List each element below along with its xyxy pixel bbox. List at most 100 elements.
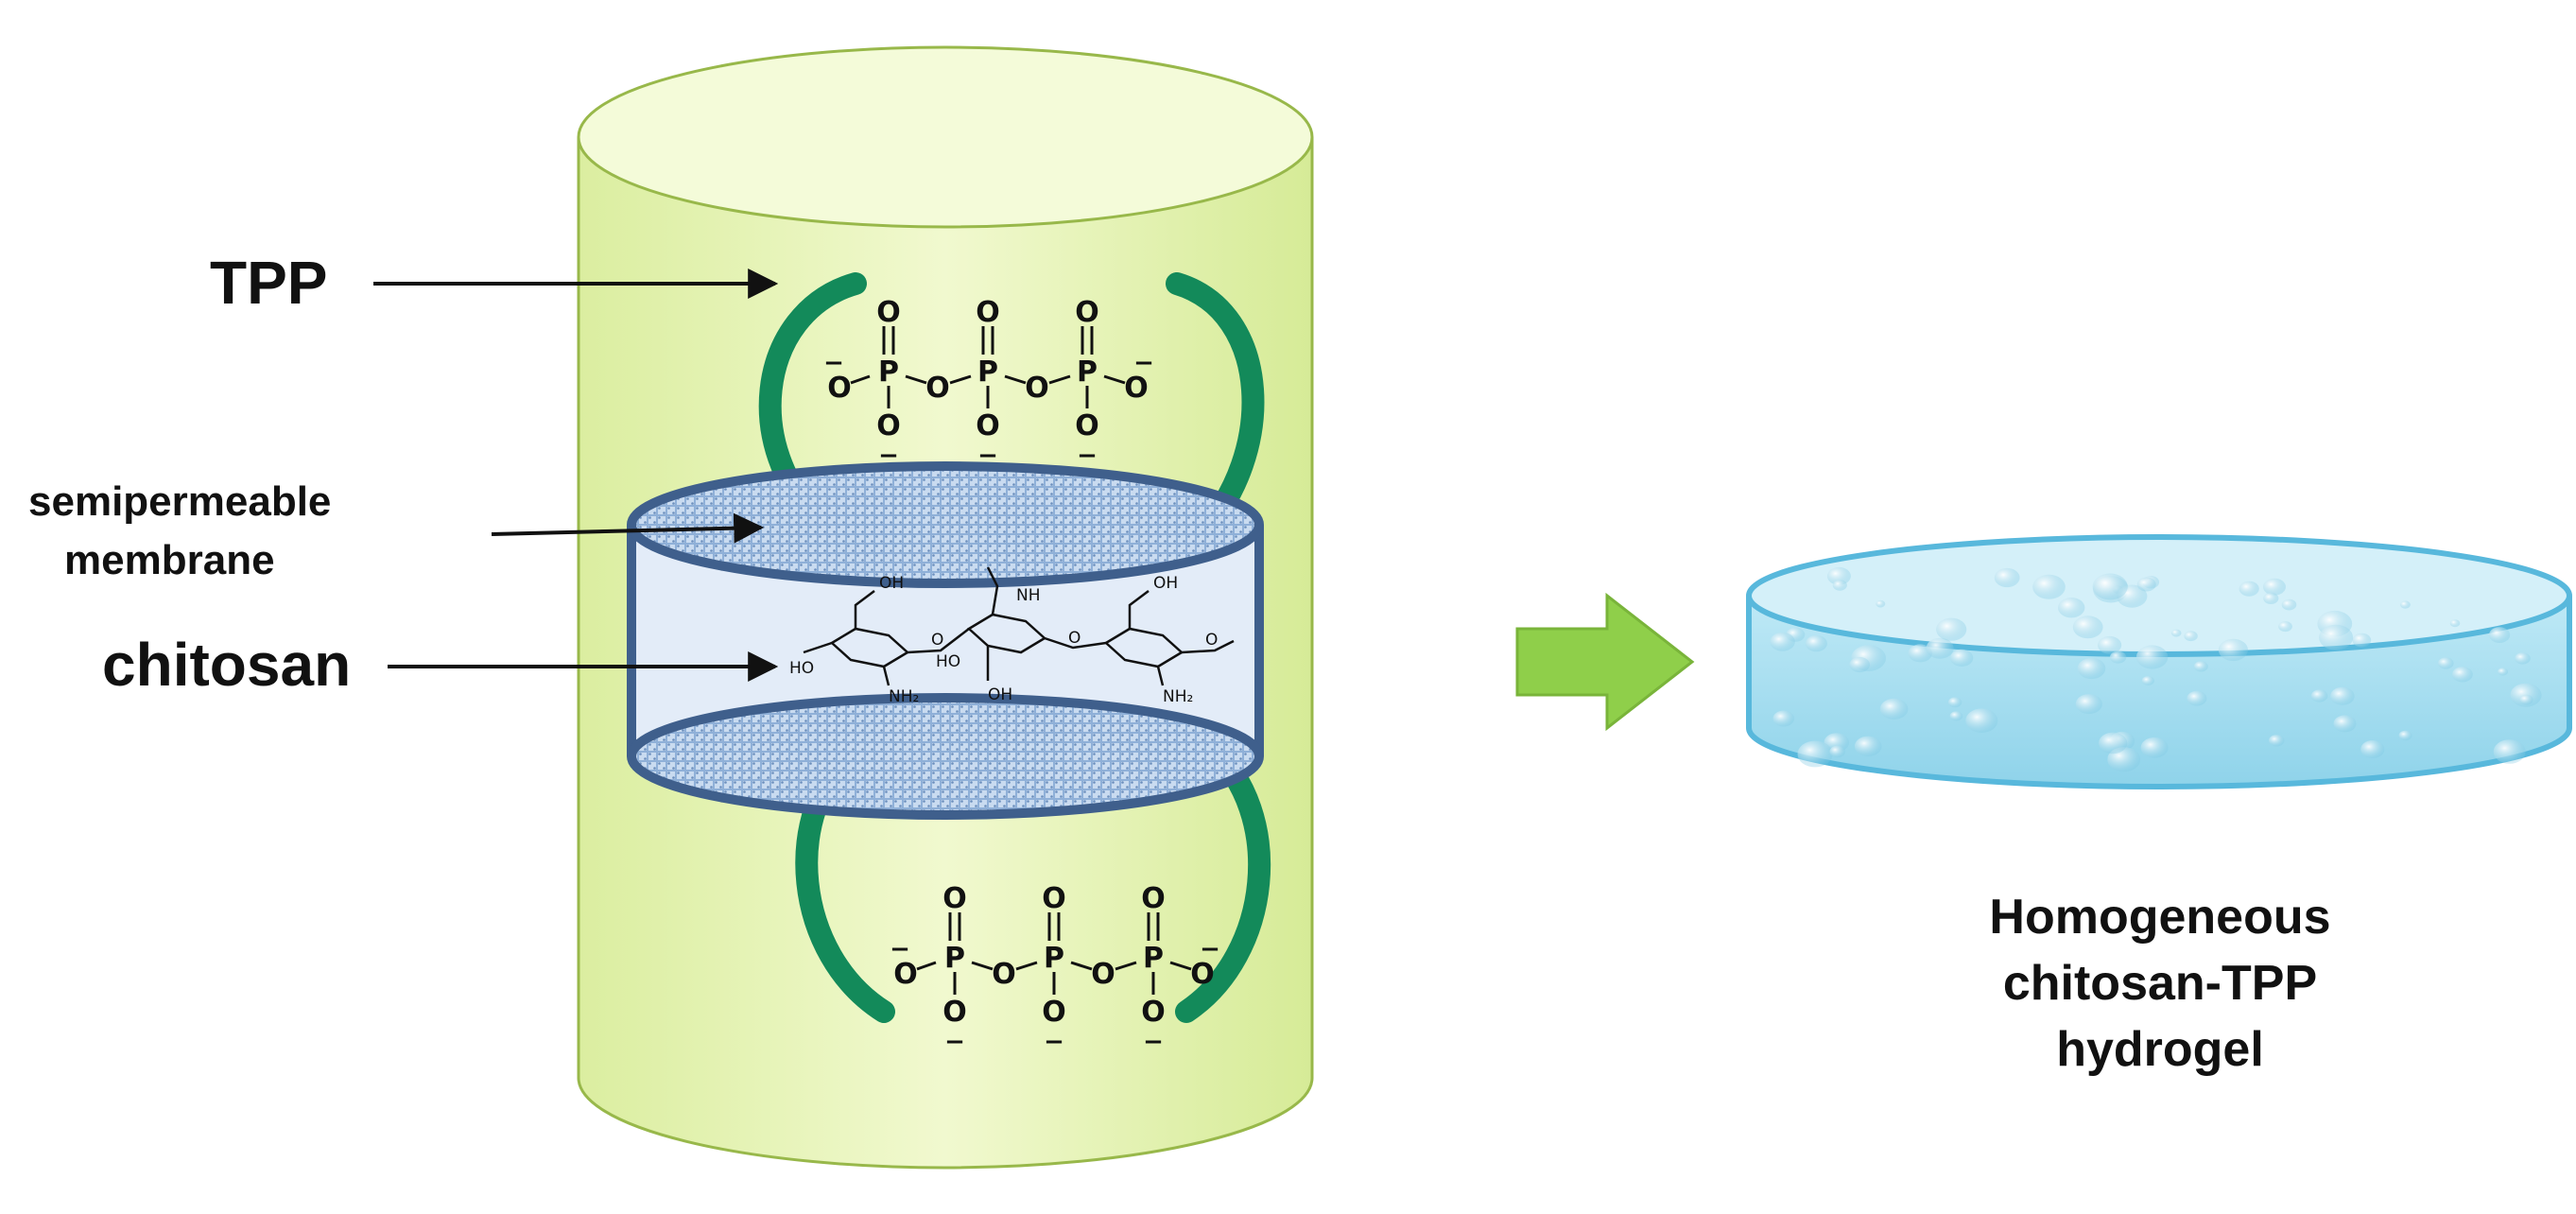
label-membrane: semipermeable membrane (28, 473, 331, 590)
hydrogel-droplet (2310, 689, 2328, 702)
hydrogel-disc (1746, 534, 2572, 789)
hydrogel-droplet (1797, 740, 1833, 768)
tpp-top-charge-left: − (823, 349, 844, 377)
tpp-bottom-o1: O (942, 882, 967, 915)
label-pointers (373, 269, 779, 682)
hydrogel-droplet (2263, 592, 2279, 605)
hydrogel-droplet (2278, 621, 2292, 633)
tpp-bottom-charge-left: − (890, 935, 910, 963)
hydrogel-droplet (2109, 650, 2127, 664)
tpp-top-charge-b2: − (977, 442, 998, 470)
chitosan-ho-1: HO (789, 659, 814, 678)
process-arrow (1515, 592, 1695, 732)
pointer-membrane (491, 512, 765, 544)
hydrogel-droplet (2281, 598, 2297, 611)
hydrogel-droplet (1826, 566, 1851, 585)
tpp-bottom-o-left: O (893, 958, 918, 991)
tpp-bottom-charge-b2: − (1044, 1028, 1064, 1056)
hydrogel-droplet (1772, 710, 1795, 727)
tpp-bottom-o4: O (942, 996, 967, 1029)
hydrogel-droplet (2058, 598, 2085, 618)
label-membrane-line2: membrane (64, 537, 275, 583)
hydrogel-droplet (2515, 652, 2531, 665)
tpp-top-o2: O (976, 296, 1000, 329)
hydrogel-droplet (1849, 656, 1870, 673)
tpp-bottom-p1: P (944, 942, 965, 975)
hydrogel-droplet (2498, 668, 2509, 676)
chitosan-o-1: O (931, 631, 943, 650)
hydrogel-droplet (1950, 649, 1974, 668)
hydrogel-droplet (2452, 667, 2473, 683)
tpp-bottom-o2: O (1042, 882, 1066, 915)
hydrogel-droplet (1832, 580, 1847, 591)
tpp-bottom-charge-right: − (1200, 935, 1220, 963)
tpp-top-o6: O (1075, 409, 1099, 442)
label-chitosan: chitosan (102, 631, 352, 699)
hydrogel-droplet (2170, 629, 2182, 637)
label-tpp: TPP (210, 249, 328, 317)
membrane-bottom (627, 693, 1264, 820)
tpp-top-o4: O (876, 409, 901, 442)
tpp-bottom-o-bridge2: O (1091, 958, 1115, 991)
label-result: Homogeneous chitosan-TPP hydrogel (1881, 884, 2439, 1083)
hydrogel-droplet (1936, 617, 1967, 641)
tpp-top-charge-right: − (1133, 349, 1154, 377)
tpp-top-o-right: O (1124, 372, 1149, 405)
hydrogel-droplet (2399, 600, 2411, 609)
tpp-top-o3: O (1075, 296, 1099, 329)
hydrogel-droplet (1994, 567, 2020, 588)
tpp-top-p3: P (1077, 356, 1098, 389)
hydrogel-droplet (2140, 737, 2169, 758)
hydrogel-droplet (2032, 574, 2066, 599)
label-result-line2: chitosan-TPP (2002, 956, 2318, 1011)
hydrogel-droplet (1947, 697, 1962, 708)
hydrogel-droplet (2269, 735, 2285, 747)
chitosan-nh: NH (1016, 586, 1041, 605)
tpp-top-o1: O (876, 296, 901, 329)
hydrogel-droplet (2319, 624, 2354, 650)
hydrogel-droplet (2330, 686, 2355, 705)
tpp-bottom-p2: P (1044, 942, 1064, 975)
tpp-top-p2: P (977, 356, 998, 389)
hydrogel-droplet (2098, 635, 2122, 654)
hydrogel-droplet (2489, 627, 2511, 643)
hydrogel-droplet (2239, 581, 2259, 597)
chitosan-o-3: O (1205, 631, 1218, 650)
label-result-line3: hydrogel (2056, 1022, 2264, 1077)
tpp-structure-bottom: O O O P P P O O O O O O O − − − − − (890, 882, 1220, 1056)
hydrogel-droplet (2519, 694, 2533, 705)
tpp-top-charge-b3: − (1077, 442, 1098, 470)
tpp-bottom-p3: P (1143, 942, 1164, 975)
hydrogel-droplet (2187, 690, 2207, 706)
hydrogel-droplet (2141, 676, 2154, 685)
hydrogel-droplet (1965, 708, 1998, 733)
hydrogel-droplet (2092, 573, 2128, 600)
chitosan-nh2-1: NH₂ (889, 687, 919, 706)
hydrogel-droplet (2184, 631, 2198, 642)
chitosan-structure: OH OH NH OH HO HO NH₂ NH₂ O O O (789, 566, 1235, 706)
hydrogel-top (1746, 534, 2572, 657)
chitosan-oh-1: OH (879, 574, 904, 593)
tpp-top-o-left: O (827, 372, 852, 405)
hydrogel-droplet (2493, 739, 2526, 764)
chitosan-oh-3: OH (988, 685, 1012, 704)
hydrogel-droplet (1926, 637, 1954, 659)
chitosan-nh2-2: NH₂ (1163, 687, 1193, 706)
hydrogel-droplet (1805, 634, 1827, 652)
chitosan-ho-2: HO (936, 652, 960, 671)
tpp-bottom-o3: O (1141, 882, 1166, 915)
tpp-bottom-o6: O (1141, 996, 1166, 1029)
tpp-bottom-o-right: O (1190, 958, 1215, 991)
label-membrane-line1: semipermeable (28, 478, 332, 525)
tpp-top-o-bridge1: O (925, 372, 950, 405)
hydrogel-droplet (2398, 730, 2412, 741)
tpp-top-o5: O (976, 409, 1000, 442)
hydrogel-droplet (2449, 619, 2461, 628)
hydrogel-droplet (2136, 577, 2156, 592)
hydrogel-droplet (2360, 740, 2385, 758)
hydrogel-droplet (2438, 657, 2454, 669)
tpp-bottom-o-bridge1: O (992, 958, 1016, 991)
tpp-bottom-o5: O (1042, 996, 1066, 1029)
chitosan-oh-2: OH (1153, 574, 1178, 593)
